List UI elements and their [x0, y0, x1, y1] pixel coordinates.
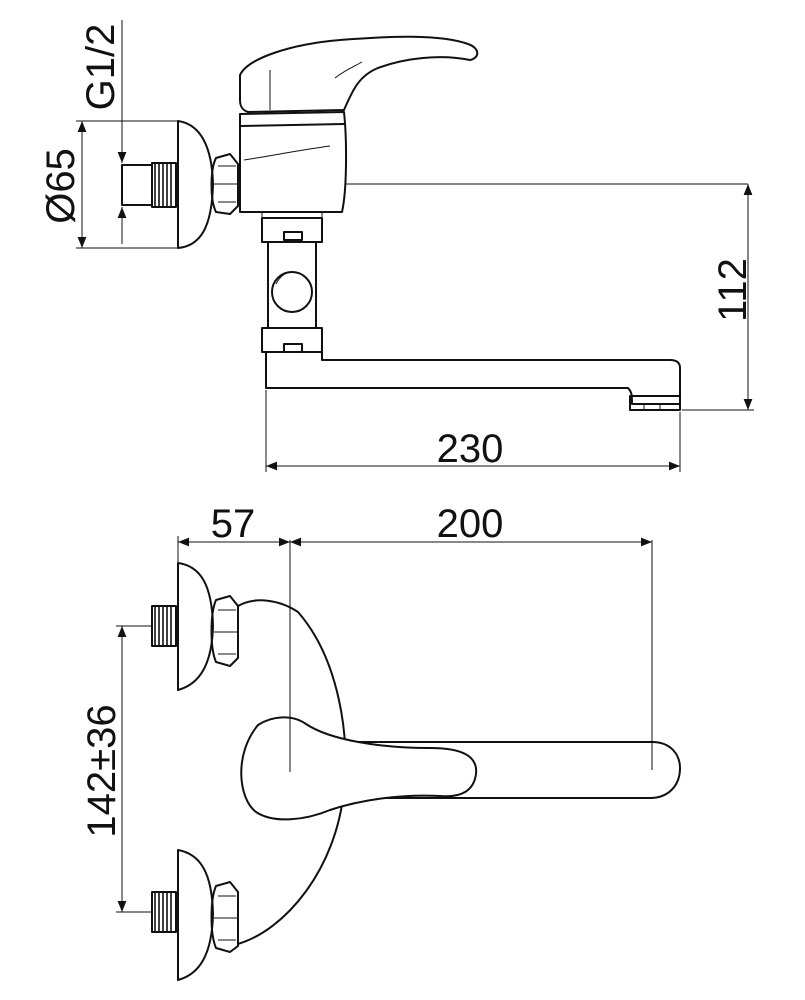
- hex-nut-side: [210, 153, 239, 215]
- thread-side: [151, 162, 177, 208]
- label-height: 112: [711, 258, 755, 322]
- wall-flange-upper: [177, 562, 214, 691]
- thread-lower: [151, 891, 177, 933]
- label-offset: 57: [211, 502, 256, 546]
- diverter-collar-top: [261, 217, 323, 243]
- front-view: 57 200 142±36: [80, 502, 681, 981]
- wall-flange-lower: [177, 849, 214, 981]
- connector-nipple-side: [121, 164, 153, 206]
- body-collar-line: [239, 123, 345, 127]
- label-spacing: 142±36: [80, 704, 124, 837]
- collar-slot-top: [283, 231, 303, 241]
- label-thread: G1/2: [79, 24, 123, 111]
- label-length: 230: [437, 427, 504, 471]
- thread-upper: [151, 605, 177, 647]
- lever-handle-front: [240, 716, 478, 821]
- diverter-collar-bottom: [261, 327, 323, 353]
- label-reach: 200: [437, 502, 504, 546]
- wall-flange-side: [177, 120, 214, 249]
- hex-nut-lower: [210, 881, 239, 953]
- swivel-joint: [267, 241, 317, 329]
- lever-handle-side: [239, 35, 479, 113]
- aerator-slot: [643, 403, 661, 411]
- hex-nut-upper: [210, 595, 239, 667]
- collar-slot-bottom: [283, 343, 303, 353]
- label-diameter: Ø65: [39, 148, 83, 224]
- body-highlight: [243, 145, 331, 161]
- valve-body-side: [239, 111, 348, 213]
- side-view: G1/2 Ø65 112 230: [39, 20, 755, 472]
- spout-side: [265, 351, 681, 405]
